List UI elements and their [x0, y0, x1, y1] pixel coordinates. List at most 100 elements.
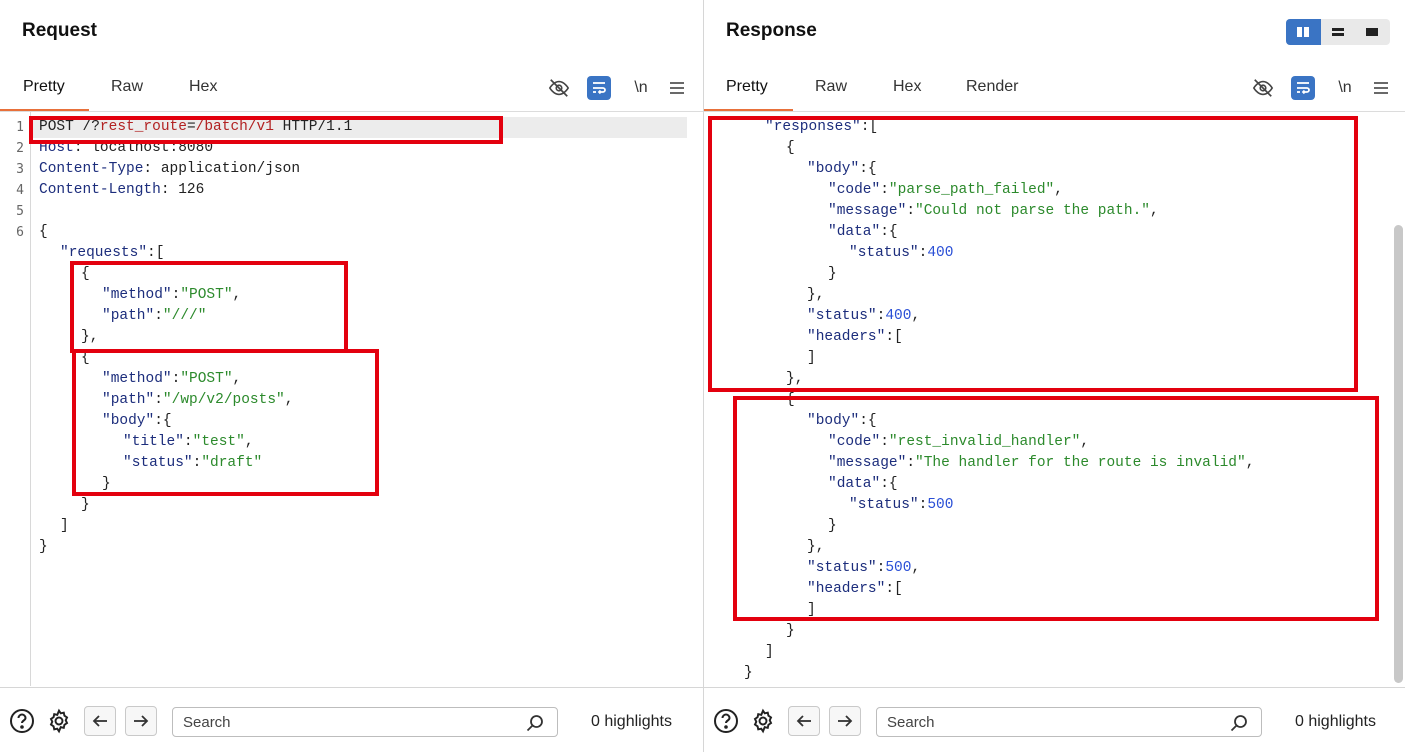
json-line: "headers":[: [807, 581, 903, 597]
hamburger-icon[interactable]: [1369, 76, 1393, 100]
line-number: 1: [16, 120, 24, 135]
line-number: 4: [16, 183, 24, 198]
json-line: },: [81, 329, 99, 345]
json-line: "body":{: [807, 161, 877, 177]
json-line: },: [807, 287, 825, 303]
json-line: ]: [807, 602, 816, 618]
layout-toggle: [1286, 19, 1390, 45]
response-footer: 0 highlights: [704, 687, 1405, 752]
newline-toggle[interactable]: \n: [634, 79, 648, 96]
help-circle-icon[interactable]: [712, 707, 740, 735]
current-line-highlight: [32, 117, 687, 138]
highlights-count: 0 highlights: [1295, 713, 1376, 730]
horizontal-view-icon[interactable]: [1321, 19, 1356, 45]
json-line: ]: [60, 518, 69, 534]
json-line: {: [81, 350, 90, 366]
line-number: 6: [16, 225, 24, 240]
word-wrap-icon[interactable]: [1291, 76, 1315, 100]
json-line: {: [39, 224, 48, 240]
tab-raw[interactable]: Raw: [815, 78, 848, 95]
gear-icon[interactable]: [45, 707, 73, 735]
split-view-icon[interactable]: [1286, 19, 1321, 45]
response-title: Response: [726, 20, 817, 41]
arrow-left-icon[interactable]: [788, 706, 820, 736]
json-line: "title":"test",: [123, 434, 254, 450]
json-line: "code":"parse_path_failed",: [828, 182, 1063, 198]
header-content-length: Content-Length: 126: [39, 182, 205, 198]
json-line: "status":"draft": [123, 455, 263, 471]
tab-render[interactable]: Render: [966, 78, 1019, 95]
word-wrap-icon[interactable]: [587, 76, 611, 100]
response-tabs: Pretty Raw Hex Render: [704, 64, 1405, 112]
json-line: }: [828, 266, 837, 282]
json-line: {: [786, 140, 795, 156]
tab-pretty[interactable]: Pretty: [23, 78, 65, 95]
line-number-gutter: 1 2 3 4 5 6: [0, 112, 31, 686]
newline-toggle[interactable]: \n: [1338, 79, 1352, 96]
json-line: "status":500: [849, 497, 954, 513]
json-line: "path":"/wp/v2/posts",: [102, 392, 294, 408]
line-number: 2: [16, 141, 24, 156]
line-number: 5: [16, 204, 24, 219]
single-view-icon[interactable]: [1355, 19, 1390, 45]
json-line: },: [786, 371, 804, 387]
json-line: "method":"POST",: [102, 287, 242, 303]
json-line: "data":{: [828, 476, 898, 492]
json-line: "headers":[: [807, 329, 903, 345]
json-line: "path":"///": [102, 308, 207, 324]
tabs-divider: [0, 111, 703, 112]
response-editor[interactable]: "responses":[ { "body":{ "code":"parse_p…: [704, 112, 1405, 686]
json-line: "code":"rest_invalid_handler",: [828, 434, 1090, 450]
response-pane: Response Pretty Raw Hex Render \n "respo…: [704, 0, 1405, 752]
active-tab-underline: [0, 109, 89, 112]
json-line: "method":"POST",: [102, 371, 242, 387]
arrow-right-icon[interactable]: [125, 706, 157, 736]
arrow-left-icon[interactable]: [84, 706, 116, 736]
request-footer: 0 highlights: [0, 687, 703, 752]
vertical-scrollbar[interactable]: [1394, 225, 1403, 683]
json-line: {: [786, 392, 795, 408]
help-circle-icon[interactable]: [8, 707, 36, 735]
json-line: }: [81, 497, 90, 513]
arrow-right-icon[interactable]: [829, 706, 861, 736]
request-pane: Request Pretty Raw Hex \n 1 2 3 4 5 6 PO…: [0, 20, 703, 752]
search-icon[interactable]: [1229, 713, 1249, 733]
json-line: ]: [765, 644, 774, 660]
eye-slash-icon[interactable]: [1251, 76, 1275, 100]
json-line: "status":400: [849, 245, 954, 261]
line-number: 3: [16, 162, 24, 177]
search-input[interactable]: [183, 712, 513, 732]
tab-pretty[interactable]: Pretty: [726, 78, 768, 95]
request-title: Request: [22, 20, 97, 41]
json-line: "message":"The handler for the route is …: [828, 455, 1255, 471]
json-line: "status":500,: [807, 560, 921, 576]
json-line: "requests":[: [60, 245, 165, 261]
request-editor[interactable]: 1 2 3 4 5 6 POST /?rest_route=/batch/v1 …: [0, 112, 703, 686]
tab-hex[interactable]: Hex: [893, 78, 922, 95]
tab-raw[interactable]: Raw: [111, 78, 144, 95]
search-input[interactable]: [887, 712, 1217, 732]
tab-hex[interactable]: Hex: [189, 78, 218, 95]
header-host: Host: localhost:8080: [39, 140, 214, 156]
json-line: }: [102, 476, 111, 492]
json-line: {: [81, 266, 90, 282]
json-line: ]: [807, 350, 816, 366]
pane-divider[interactable]: [703, 0, 704, 752]
json-line: "data":{: [828, 224, 898, 240]
request-tabs: Pretty Raw Hex: [0, 64, 703, 112]
json-line: },: [807, 539, 825, 555]
gear-icon[interactable]: [749, 707, 777, 735]
search-icon[interactable]: [525, 713, 545, 733]
json-line: "body":{: [807, 413, 877, 429]
tabs-divider: [704, 111, 1405, 112]
hamburger-icon[interactable]: [665, 76, 689, 100]
search-box: [172, 707, 558, 737]
json-line: "responses":[: [765, 119, 879, 135]
json-line: }: [744, 665, 753, 681]
eye-slash-icon[interactable]: [547, 76, 571, 100]
highlights-count: 0 highlights: [591, 713, 672, 730]
json-line: }: [786, 623, 795, 639]
json-line: "status":400,: [807, 308, 921, 324]
search-box: [876, 707, 1262, 737]
request-line: POST /?rest_route=/batch/v1 HTTP/1.1: [39, 119, 353, 135]
